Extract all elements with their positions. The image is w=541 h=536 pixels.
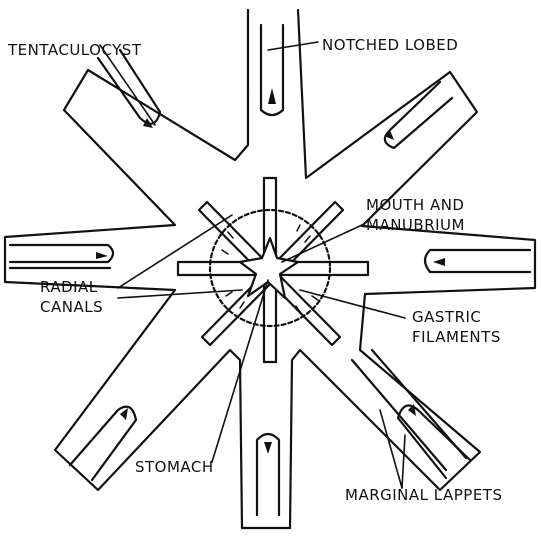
label-radial-line2: CANALS	[40, 298, 103, 316]
label-radial-line1: RADIAL	[40, 278, 98, 296]
label-mouth-line1: MOUTH AND	[366, 196, 464, 214]
tentaculocyst-right	[433, 258, 445, 266]
tentaculocyst-top	[268, 88, 276, 104]
tentaculocyst-left	[96, 252, 108, 259]
label-mouth-line2: MANUBRIUM	[366, 216, 465, 234]
tentaculocyst-bottom	[264, 442, 272, 454]
label-notched-lobed: NOTCHED LOBED	[322, 36, 458, 54]
label-gastric-line1: GASTRIC	[412, 308, 481, 326]
lappet-upper-right	[385, 82, 452, 148]
marginal-lappet-flap-2	[372, 350, 466, 458]
label-gastric-line2: FILAMENTS	[412, 328, 501, 346]
label-tentaculocyst: TENTACULOCYST	[7, 41, 142, 59]
label-marginal-lappets: MARGINAL LAPPETS	[345, 486, 503, 504]
label-stomach: STOMACH	[135, 458, 214, 476]
tentaculocyst-lower-left	[120, 408, 128, 420]
lappet-lower-right	[398, 406, 470, 479]
